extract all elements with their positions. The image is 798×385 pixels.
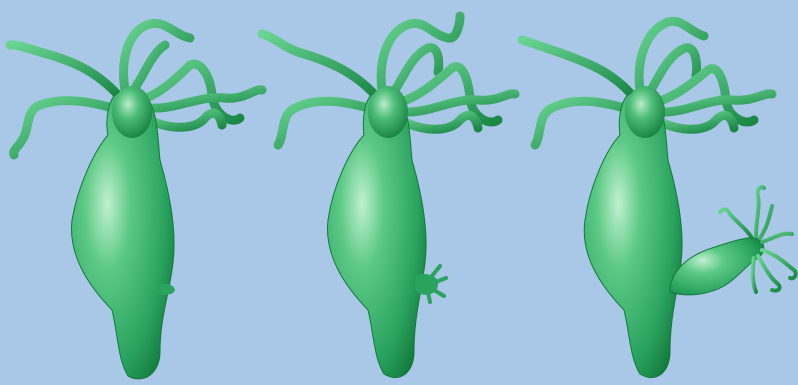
hydra-head	[112, 86, 152, 138]
hydra-head	[625, 86, 665, 138]
hydra-head	[368, 86, 408, 138]
